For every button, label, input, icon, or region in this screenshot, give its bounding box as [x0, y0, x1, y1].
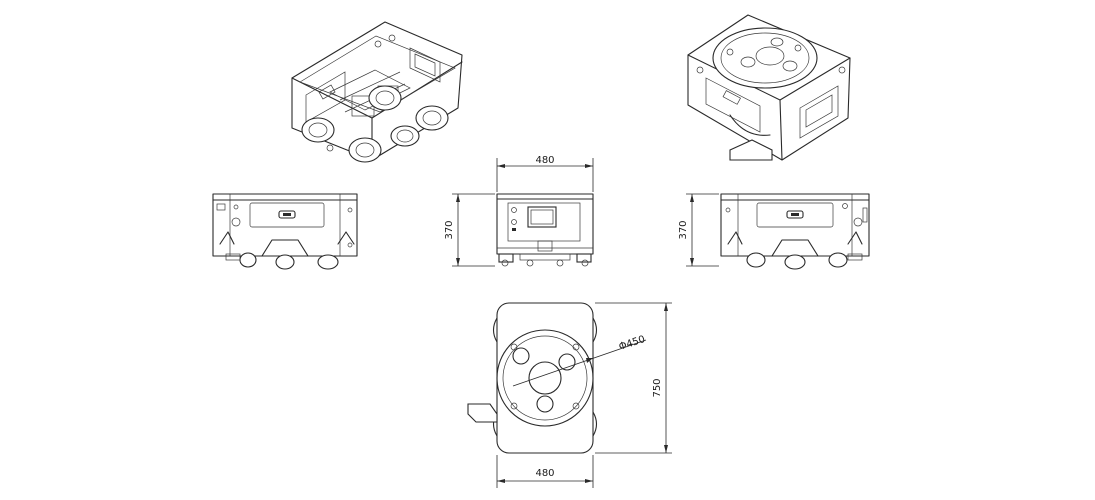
- right-height-label: 370: [678, 220, 689, 239]
- top-view: Φ450 750 480: [467, 302, 672, 488]
- isometric-bottom-view: [291, 21, 463, 163]
- front-view: 480 370: [444, 155, 594, 267]
- front-height-label: 370: [444, 220, 455, 239]
- top-width-label: 480: [535, 468, 554, 479]
- top-diameter-label: Φ450: [618, 334, 647, 353]
- left-side-view: [212, 193, 358, 270]
- isometric-top-view: [687, 14, 851, 161]
- right-side-view: 370: [678, 193, 870, 270]
- front-width-label: 480: [535, 155, 554, 166]
- top-length-label: 750: [652, 378, 663, 397]
